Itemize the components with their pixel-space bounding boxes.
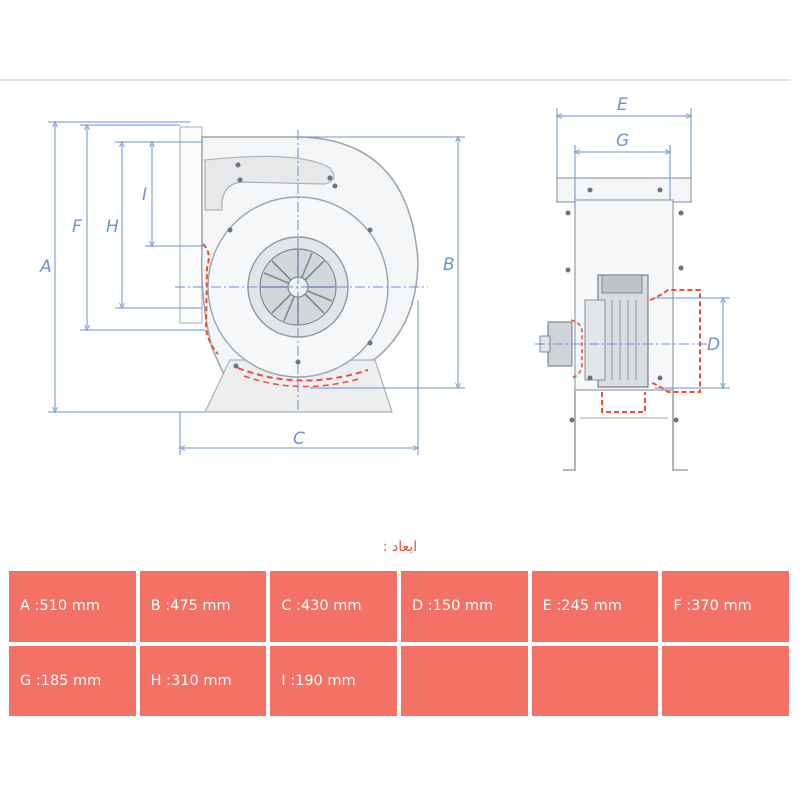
dimensions-caption: ابعاد :	[382, 539, 418, 555]
side-top-frame	[556, 177, 692, 203]
label-E: E	[617, 95, 628, 115]
side-dimensions	[557, 108, 730, 388]
side-legs	[563, 390, 688, 471]
dimensions-table: A :510 mm B :475 mm C :430 mm D :150 mm …	[9, 571, 789, 716]
label-I: I	[142, 185, 147, 205]
housing-cutaway	[204, 155, 335, 211]
side-motor	[597, 274, 649, 388]
table-cell: B :475 mm	[139, 571, 267, 642]
label-C: C	[293, 429, 305, 449]
table-cell: D :150 mm	[400, 571, 528, 642]
front-view	[175, 126, 428, 413]
side-bolts	[565, 187, 684, 423]
table-cell: A :510 mm	[9, 571, 136, 642]
table-cell: F :370 mm	[662, 571, 789, 642]
table-cell-empty	[531, 645, 659, 716]
label-D: D	[707, 335, 720, 355]
fan-dimension-diagram: A F H I B C	[39, 95, 730, 471]
front-dimensions	[48, 122, 465, 455]
table-cell: C :430 mm	[270, 571, 397, 642]
red-side-bottom	[601, 392, 646, 413]
housing-bolts	[227, 162, 373, 369]
table-cell: E :245 mm	[531, 571, 659, 642]
table-cell: G :185 mm	[9, 645, 136, 716]
table-cell-empty	[662, 645, 789, 716]
label-B: B	[443, 255, 455, 275]
label-F: F	[72, 217, 82, 237]
label-H: H	[106, 217, 119, 237]
side-view	[535, 177, 710, 471]
top-divider	[0, 79, 790, 81]
table-cell-empty	[400, 645, 528, 716]
red-inlet-highlight	[202, 243, 219, 355]
outlet-duct	[179, 126, 203, 324]
table-cell: I :190 mm	[270, 645, 397, 716]
front-centerlines	[175, 130, 428, 412]
red-bottom-highlight	[237, 367, 369, 382]
label-A: A	[39, 257, 52, 277]
table-cell: H :310 mm	[139, 645, 267, 716]
label-G: G	[616, 131, 629, 151]
